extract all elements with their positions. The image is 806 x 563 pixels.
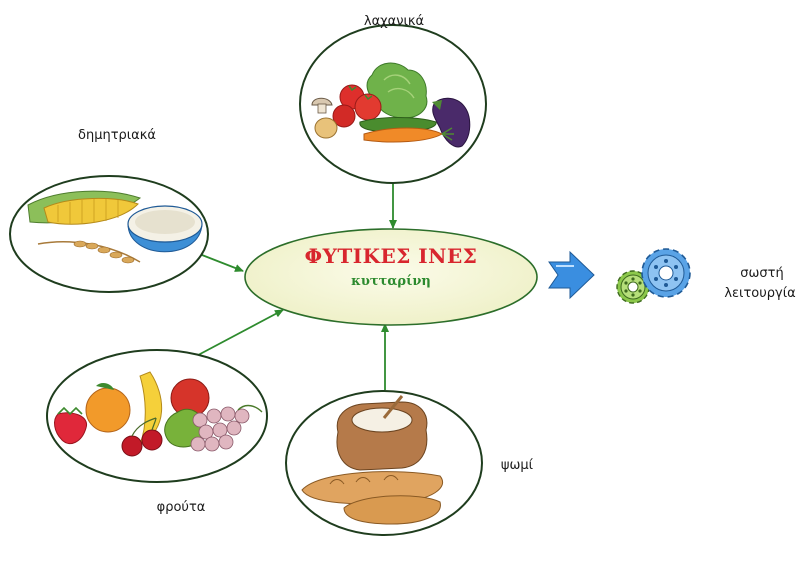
vegetables-icon	[299, 24, 487, 184]
bread-icon	[285, 390, 483, 536]
arrow-right-icon	[548, 250, 595, 300]
label-cereals: δημητριακά	[78, 128, 156, 143]
arrow-fruits	[184, 309, 284, 363]
gears-icon	[616, 248, 691, 304]
connectors	[184, 183, 397, 390]
center-title: ΦΥΤΙΚΕΣ ΙΝΕΣ	[304, 244, 478, 268]
fruits-icon	[46, 349, 268, 483]
label-vegetables: λαχανικά	[363, 14, 425, 29]
label-result-line1: σωστή	[740, 266, 784, 281]
label-fruits: φρούτα	[156, 500, 206, 515]
arrow-cereals	[201, 254, 244, 272]
label-bread: ψωμί	[500, 458, 534, 473]
cereals-icon	[9, 175, 209, 293]
label-result-line2: λειτουργία	[724, 286, 796, 301]
center-ellipse	[244, 228, 538, 326]
center-subtitle: κυτταρίνη	[351, 274, 431, 289]
